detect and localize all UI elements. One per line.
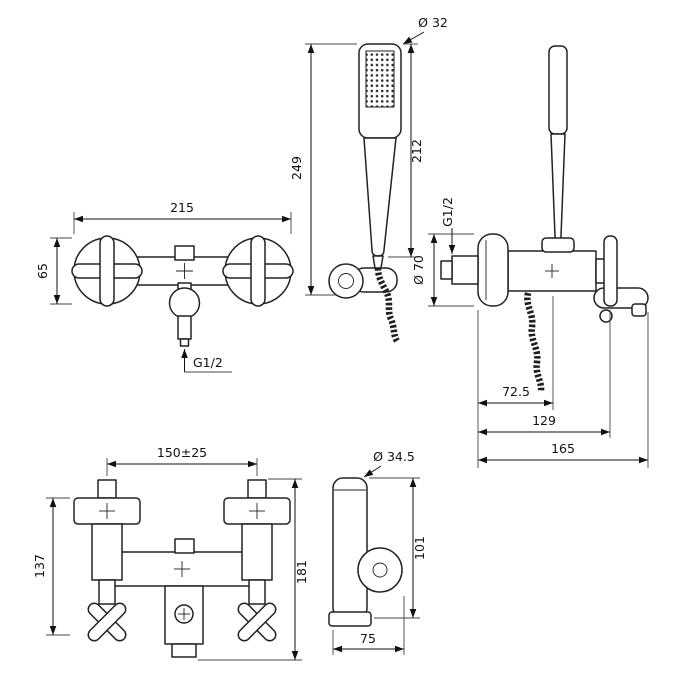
shower-face-plate bbox=[365, 50, 395, 108]
left-cross-handle bbox=[71, 235, 143, 307]
wall-rosette bbox=[477, 233, 509, 307]
dim-width-label: 215 bbox=[170, 200, 194, 215]
dim-outlet-thread: G1/2 bbox=[181, 349, 232, 373]
shower-handle bbox=[363, 137, 397, 257]
shower-bracket bbox=[328, 263, 398, 299]
dim-depth-spout: 129 bbox=[478, 310, 611, 438]
dim-height-label: 65 bbox=[35, 263, 50, 279]
side-hose bbox=[524, 292, 545, 392]
dim-body-diameter-label: Ø 34.5 bbox=[373, 449, 415, 464]
diverter-knob bbox=[174, 245, 195, 261]
dim-height: 65 bbox=[35, 237, 72, 305]
dim-outlet-label: G1/2 bbox=[193, 355, 223, 370]
dim-side-depth: 75 bbox=[332, 596, 405, 655]
dim-inlet-label: G1/2 bbox=[440, 197, 455, 227]
side-center-tick bbox=[545, 264, 559, 278]
dim-inlet-thread: G1/2 bbox=[440, 197, 456, 254]
dim-depth-holder: 72.5 bbox=[477, 296, 554, 468]
view-bath-mixer-front: 150±25 137 181 bbox=[32, 445, 309, 661]
dim-height-right-label: 181 bbox=[294, 560, 309, 584]
right-cross-handle bbox=[222, 235, 294, 307]
dim-body-length-label: 212 bbox=[409, 139, 424, 163]
view-wall-mixer-side: G1/2 Ø 70 72.5 129 165 bbox=[411, 45, 649, 468]
hose-cone bbox=[372, 255, 384, 269]
dim-centers-label: 150±25 bbox=[157, 445, 207, 460]
inlet-connection bbox=[440, 255, 479, 285]
right-column bbox=[223, 479, 291, 642]
view-wall-mixer-front: 215 65 G1/2 bbox=[35, 200, 294, 373]
dim-total-length: 249 bbox=[289, 43, 357, 296]
dim-height-left: 137 bbox=[32, 497, 70, 636]
dim-rosette-diameter-label: Ø 70 bbox=[411, 255, 426, 285]
shower-hose bbox=[374, 267, 400, 343]
dim-height-right: 181 bbox=[198, 478, 309, 661]
dim-head-diameter: Ø 32 bbox=[402, 15, 448, 45]
dim-height-left-label: 137 bbox=[32, 554, 47, 578]
view-hand-shower: Ø 32 212 249 bbox=[289, 15, 448, 343]
side-knob bbox=[357, 547, 403, 593]
dim-head-diameter-label: Ø 32 bbox=[418, 15, 448, 30]
dim-centers: 150±25 bbox=[106, 445, 258, 476]
dim-body-diameter: Ø 34.5 bbox=[363, 449, 415, 478]
body-foot bbox=[328, 611, 372, 627]
dim-depth-total-label: 165 bbox=[551, 441, 575, 456]
bath-center-tick bbox=[174, 561, 190, 577]
dim-depth-spout-label: 129 bbox=[532, 413, 556, 428]
dim-depth-total: 165 bbox=[478, 312, 649, 468]
center-tick bbox=[176, 263, 193, 279]
dim-width: 215 bbox=[73, 200, 292, 234]
view-bath-mixer-side: Ø 34.5 101 75 bbox=[328, 449, 427, 655]
dim-depth-holder-label: 72.5 bbox=[502, 384, 530, 399]
dim-body-length: 212 bbox=[388, 43, 424, 258]
left-column bbox=[73, 479, 141, 642]
dim-side-depth-label: 75 bbox=[360, 631, 376, 646]
right-x-handle bbox=[237, 602, 277, 642]
dim-side-height: 101 bbox=[369, 477, 427, 619]
dim-side-height-label: 101 bbox=[412, 536, 427, 560]
left-x-handle bbox=[87, 602, 127, 642]
dim-rosette-diameter: Ø 70 bbox=[411, 233, 474, 307]
bath-diverter-knob bbox=[174, 538, 195, 554]
side-spout bbox=[593, 287, 649, 323]
side-hand-shower bbox=[541, 45, 575, 253]
side-body-bath bbox=[332, 477, 368, 619]
bath-spout bbox=[164, 585, 204, 658]
bottom-outlet bbox=[168, 282, 201, 347]
side-handle bbox=[595, 235, 618, 307]
dim-total-length-label: 249 bbox=[289, 156, 304, 180]
